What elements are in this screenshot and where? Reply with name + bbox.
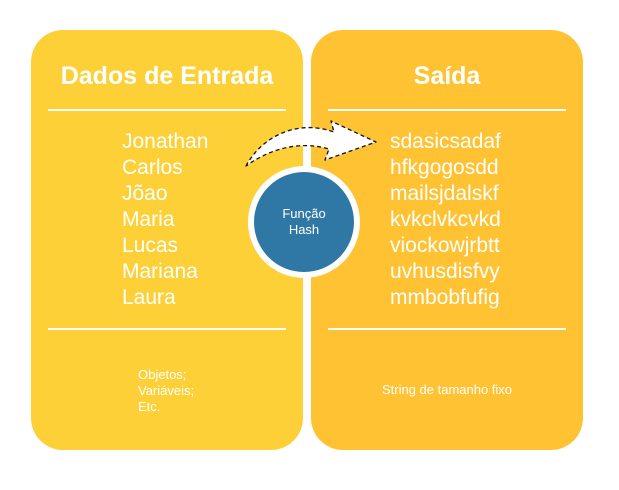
input-panel-title: Dados de Entrada <box>60 62 274 90</box>
output-item: kvkclvkcvkd <box>390 208 501 231</box>
output-item: viockowjrbtt <box>390 234 500 257</box>
output-item: uvhusdisfvy <box>390 260 500 283</box>
input-note: Objetos; <box>138 367 187 382</box>
output-panel-title: Saída <box>413 62 481 90</box>
input-note: Etc. <box>138 399 161 414</box>
input-panel-bottom-divider <box>48 328 286 330</box>
output-items-list: sdasicsadaf hfkgogosdd mailsjdalskf kvkc… <box>390 129 501 311</box>
output-panel: Saída sdasicsadaf hfkgogosdd mailsjdalsk… <box>311 30 583 450</box>
input-notes-list: Objetos; Variáveis; Etc. <box>138 367 194 415</box>
input-item: Laura <box>122 286 176 309</box>
input-item: Mariana <box>122 260 198 283</box>
output-item: sdasicsadaf <box>390 130 501 153</box>
output-item: mmbobfufig <box>390 286 500 309</box>
input-item: Jõao <box>122 182 168 205</box>
hash-function-node: Função Hash <box>248 166 360 278</box>
input-item: Carlos <box>122 156 183 179</box>
input-item: Lucas <box>122 234 179 257</box>
hash-function-inner: Função Hash <box>254 172 354 272</box>
output-item: mailsjdalskf <box>390 182 499 205</box>
hash-label-line2: Hash <box>288 222 320 237</box>
output-panel-bottom-divider <box>328 328 566 330</box>
input-panel-top-divider <box>48 109 286 111</box>
output-panel-top-divider <box>328 109 566 111</box>
input-item: Jonathan <box>122 130 209 153</box>
input-items-list: Jonathan Carlos Jõao Maria Lucas Mariana… <box>122 129 208 311</box>
hash-label-line1: Função <box>282 206 326 221</box>
input-item: Maria <box>122 208 175 231</box>
input-note: Variáveis; <box>138 383 195 398</box>
output-item: hfkgogosdd <box>390 156 499 179</box>
output-note: String de tamanho fixo <box>381 382 513 397</box>
